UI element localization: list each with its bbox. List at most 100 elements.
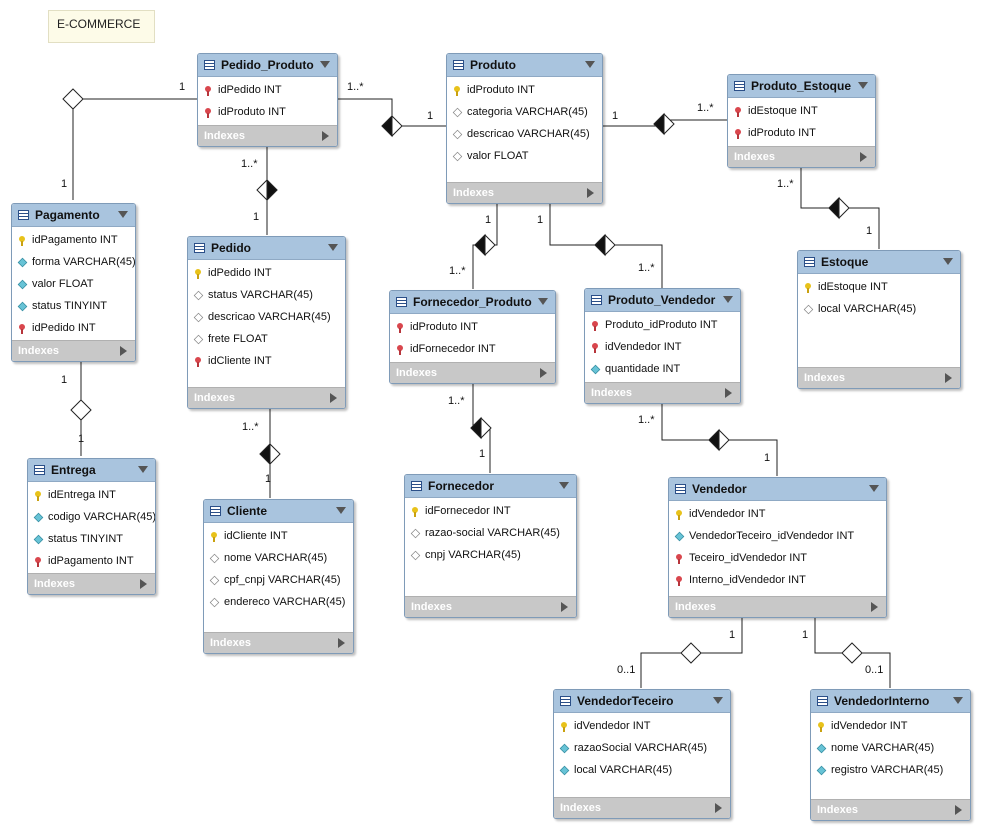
expand-arrow-icon[interactable]: [725, 388, 732, 398]
expand-arrow-icon[interactable]: [945, 373, 952, 383]
table-header[interactable]: VendedorInterno: [811, 690, 970, 713]
table-header[interactable]: Estoque: [798, 251, 960, 274]
indexes-section[interactable]: Indexes: [669, 596, 886, 617]
expand-arrow-icon[interactable]: [322, 131, 329, 141]
column-row[interactable]: cnpj VARCHAR(45): [405, 544, 576, 566]
collapse-arrow-icon[interactable]: [328, 244, 338, 251]
column-row[interactable]: idProduto INT: [198, 101, 337, 123]
column-row[interactable]: idVendedor INT: [811, 715, 970, 737]
collapse-arrow-icon[interactable]: [858, 82, 868, 89]
indexes-section[interactable]: Indexes: [811, 799, 970, 820]
column-row[interactable]: idCliente INT: [204, 525, 353, 547]
table-header[interactable]: Produto_Vendedor: [585, 289, 740, 312]
column-row[interactable]: status VARCHAR(45): [188, 284, 345, 306]
column-row[interactable]: idPagamento INT: [28, 550, 155, 572]
collapse-arrow-icon[interactable]: [320, 61, 330, 68]
column-row[interactable]: Interno_idVendedor INT: [669, 569, 886, 591]
indexes-section[interactable]: Indexes: [405, 596, 576, 617]
column-row[interactable]: cpf_cnpj VARCHAR(45): [204, 569, 353, 591]
collapse-arrow-icon[interactable]: [336, 507, 346, 514]
expand-arrow-icon[interactable]: [120, 346, 127, 356]
indexes-section[interactable]: Indexes: [728, 146, 875, 167]
table-header[interactable]: Fornecedor_Produto: [390, 291, 555, 314]
collapse-arrow-icon[interactable]: [713, 697, 723, 704]
column-row[interactable]: idPagamento INT: [12, 229, 135, 251]
column-row[interactable]: razaoSocial VARCHAR(45): [554, 737, 730, 759]
column-row[interactable]: local VARCHAR(45): [798, 298, 960, 320]
expand-arrow-icon[interactable]: [715, 803, 722, 813]
column-row[interactable]: valor FLOAT: [447, 145, 602, 167]
collapse-arrow-icon[interactable]: [943, 258, 953, 265]
collapse-arrow-icon[interactable]: [538, 298, 548, 305]
column-row[interactable]: categoria VARCHAR(45): [447, 101, 602, 123]
column-row[interactable]: idFornecedor INT: [405, 500, 576, 522]
expand-arrow-icon[interactable]: [540, 368, 547, 378]
indexes-section[interactable]: Indexes: [198, 125, 337, 146]
column-row[interactable]: idVendedor INT: [554, 715, 730, 737]
column-row[interactable]: idVendedor INT: [669, 503, 886, 525]
column-row[interactable]: endereco VARCHAR(45): [204, 591, 353, 613]
collapse-arrow-icon[interactable]: [585, 61, 595, 68]
column-row[interactable]: idProduto INT: [728, 122, 875, 144]
indexes-section[interactable]: Indexes: [188, 387, 345, 408]
column-row[interactable]: registro VARCHAR(45): [811, 759, 970, 781]
table-header[interactable]: Entrega: [28, 459, 155, 482]
column-row[interactable]: valor FLOAT: [12, 273, 135, 295]
column-row[interactable]: idPedido INT: [188, 262, 345, 284]
column-row[interactable]: nome VARCHAR(45): [811, 737, 970, 759]
expand-arrow-icon[interactable]: [330, 393, 337, 403]
column-row[interactable]: idVendedor INT: [585, 336, 740, 358]
column-row[interactable]: descricao VARCHAR(45): [447, 123, 602, 145]
indexes-section[interactable]: Indexes: [204, 632, 353, 653]
table-header[interactable]: Vendedor: [669, 478, 886, 501]
table-header[interactable]: Pedido: [188, 237, 345, 260]
column-row[interactable]: idPedido INT: [12, 317, 135, 339]
column-row[interactable]: codigo VARCHAR(45): [28, 506, 155, 528]
table-header[interactable]: Fornecedor: [405, 475, 576, 498]
indexes-section[interactable]: Indexes: [28, 573, 155, 594]
column-row[interactable]: idProduto INT: [447, 79, 602, 101]
collapse-arrow-icon[interactable]: [953, 697, 963, 704]
expand-arrow-icon[interactable]: [561, 602, 568, 612]
column-row[interactable]: razao-social VARCHAR(45): [405, 522, 576, 544]
column-row[interactable]: frete FLOAT: [188, 328, 345, 350]
expand-arrow-icon[interactable]: [860, 152, 867, 162]
expand-arrow-icon[interactable]: [871, 602, 878, 612]
collapse-arrow-icon[interactable]: [559, 482, 569, 489]
column-row[interactable]: VendedorTeceiro_idVendedor INT: [669, 525, 886, 547]
indexes-section[interactable]: Indexes: [585, 382, 740, 403]
collapse-arrow-icon[interactable]: [138, 466, 148, 473]
collapse-arrow-icon[interactable]: [869, 485, 879, 492]
table-header[interactable]: Pedido_Produto: [198, 54, 337, 77]
column-row[interactable]: idEntrega INT: [28, 484, 155, 506]
column-row[interactable]: status TINYINT: [28, 528, 155, 550]
indexes-section[interactable]: Indexes: [798, 367, 960, 388]
table-header[interactable]: Produto: [447, 54, 602, 77]
indexes-section[interactable]: Indexes: [447, 182, 602, 203]
column-row[interactable]: idPedido INT: [198, 79, 337, 101]
column-row[interactable]: idProduto INT: [390, 316, 555, 338]
column-row[interactable]: Produto_idProduto INT: [585, 314, 740, 336]
column-row[interactable]: idCliente INT: [188, 350, 345, 372]
column-row[interactable]: idFornecedor INT: [390, 338, 555, 360]
table-header[interactable]: Pagamento: [12, 204, 135, 227]
indexes-section[interactable]: Indexes: [390, 362, 555, 383]
column-row[interactable]: quantidade INT: [585, 358, 740, 380]
column-row[interactable]: local VARCHAR(45): [554, 759, 730, 781]
column-row[interactable]: idEstoque INT: [728, 100, 875, 122]
indexes-section[interactable]: Indexes: [12, 340, 135, 361]
column-row[interactable]: idEstoque INT: [798, 276, 960, 298]
